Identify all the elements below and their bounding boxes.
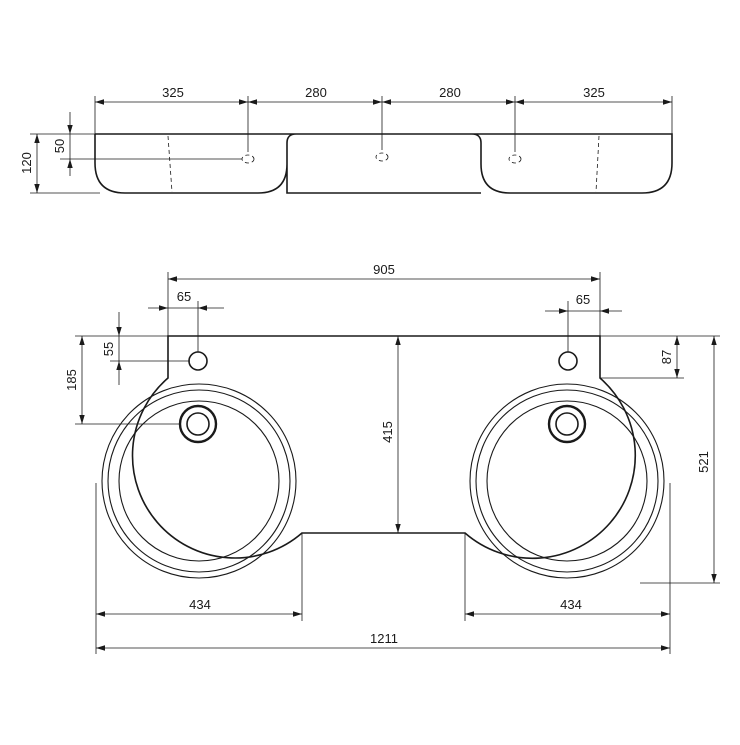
- drain-right-inner: [555, 412, 579, 436]
- dim-center-depth: 415: [380, 421, 395, 443]
- dim-height-left-tap: 55: [101, 342, 116, 356]
- dim-height-right-total: 521: [696, 451, 711, 473]
- overflow-hole-right: [508, 154, 522, 164]
- bowl-left-basin: [118, 400, 280, 562]
- dim-width-4: 325: [583, 85, 605, 100]
- top-view-outline: [94, 133, 673, 194]
- dim-bowl-left: 434: [189, 597, 211, 612]
- plan-outline: [131, 335, 637, 560]
- hidden-edge-right: [595, 135, 600, 193]
- dim-bowl-right: 434: [560, 597, 582, 612]
- dim-width-1: 325: [162, 85, 184, 100]
- overflow-hole-center: [375, 152, 389, 162]
- bowl-right-rim-inner: [475, 389, 659, 573]
- bowl-right-rim: [469, 383, 665, 579]
- drain-left-outer: [178, 404, 218, 444]
- dim-tap-span: 905: [373, 262, 395, 277]
- dim-width-3: 280: [439, 85, 461, 100]
- dim-height-right-tap: 87: [659, 350, 674, 364]
- dim-tap-offset-right: 65: [576, 292, 590, 307]
- dim-overall-width: 1211: [370, 631, 398, 646]
- dim-width-2: 280: [305, 85, 327, 100]
- dim-height-left-bowl: 185: [64, 369, 79, 391]
- bowl-left-rim: [101, 383, 297, 579]
- top-view: 325 280 280 325 120 50: [19, 85, 673, 194]
- tap-hole-right: [558, 351, 578, 371]
- bowl-left-rim-inner: [107, 389, 291, 573]
- plan-view: 905 65 65 55 185 87 521 415: [64, 262, 720, 654]
- bowl-right-basin: [486, 400, 648, 562]
- drain-right-outer: [547, 404, 587, 444]
- dim-depth-50: 50: [52, 139, 67, 153]
- dim-tap-offset-left: 65: [177, 289, 191, 304]
- dim-depth-120: 120: [19, 152, 34, 174]
- hidden-edge-left: [167, 135, 173, 193]
- overflow-hole-left: [241, 154, 255, 164]
- tap-hole-left: [188, 351, 208, 371]
- drain-left-inner: [186, 412, 210, 436]
